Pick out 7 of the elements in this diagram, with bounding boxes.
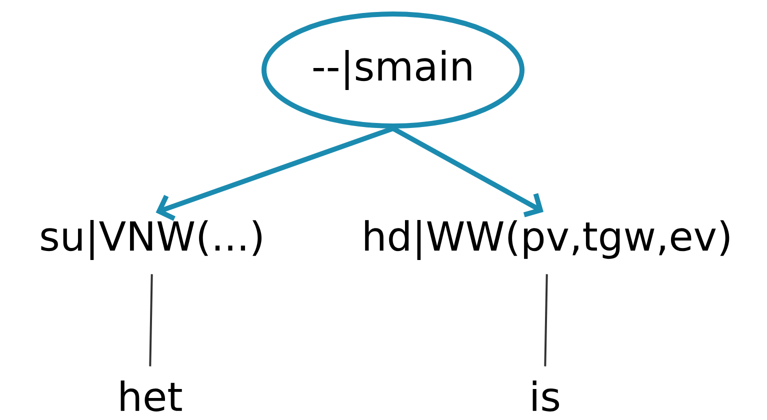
tree-node-label: het xyxy=(120,380,182,412)
arrow xyxy=(390,126,544,218)
tree-node-label: is xyxy=(532,380,560,412)
tree-node-label: hd|WW(pv,tgw,ev) xyxy=(365,220,730,260)
arrow xyxy=(156,126,396,221)
ellipse-node: --|smain xyxy=(262,12,524,128)
tree-node-label: su|VNW(...) xyxy=(41,220,262,260)
